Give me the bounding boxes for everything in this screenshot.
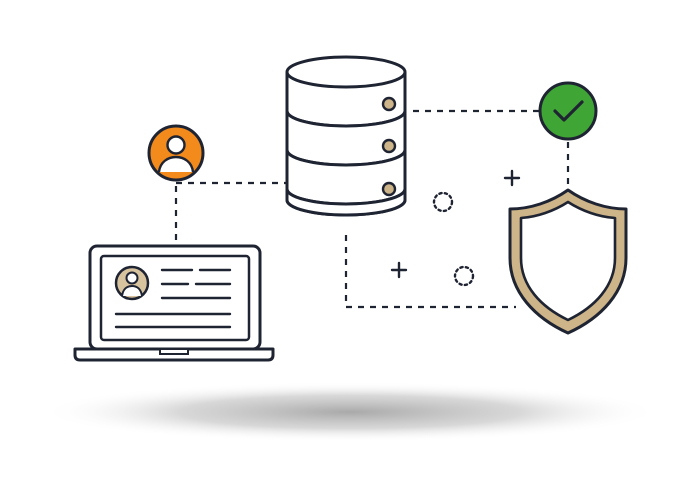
sparkle-icon [453,265,475,287]
checkmark-icon [538,81,598,141]
database-knob [381,96,397,112]
database-knob [381,138,397,154]
sparkle-icon [432,191,454,213]
shield-icon [508,188,628,335]
profile-card-icon [114,265,232,329]
database-icon [285,55,407,217]
plus-icon [390,261,408,279]
connector-lines [174,109,570,309]
plus-icon [503,169,521,187]
user-icon [147,124,205,182]
connector-database-to-shield [344,235,516,309]
database-knob [381,181,397,197]
laptop-icon [73,244,275,362]
profile-text-lines [114,268,232,329]
ground-shadow [40,382,660,442]
